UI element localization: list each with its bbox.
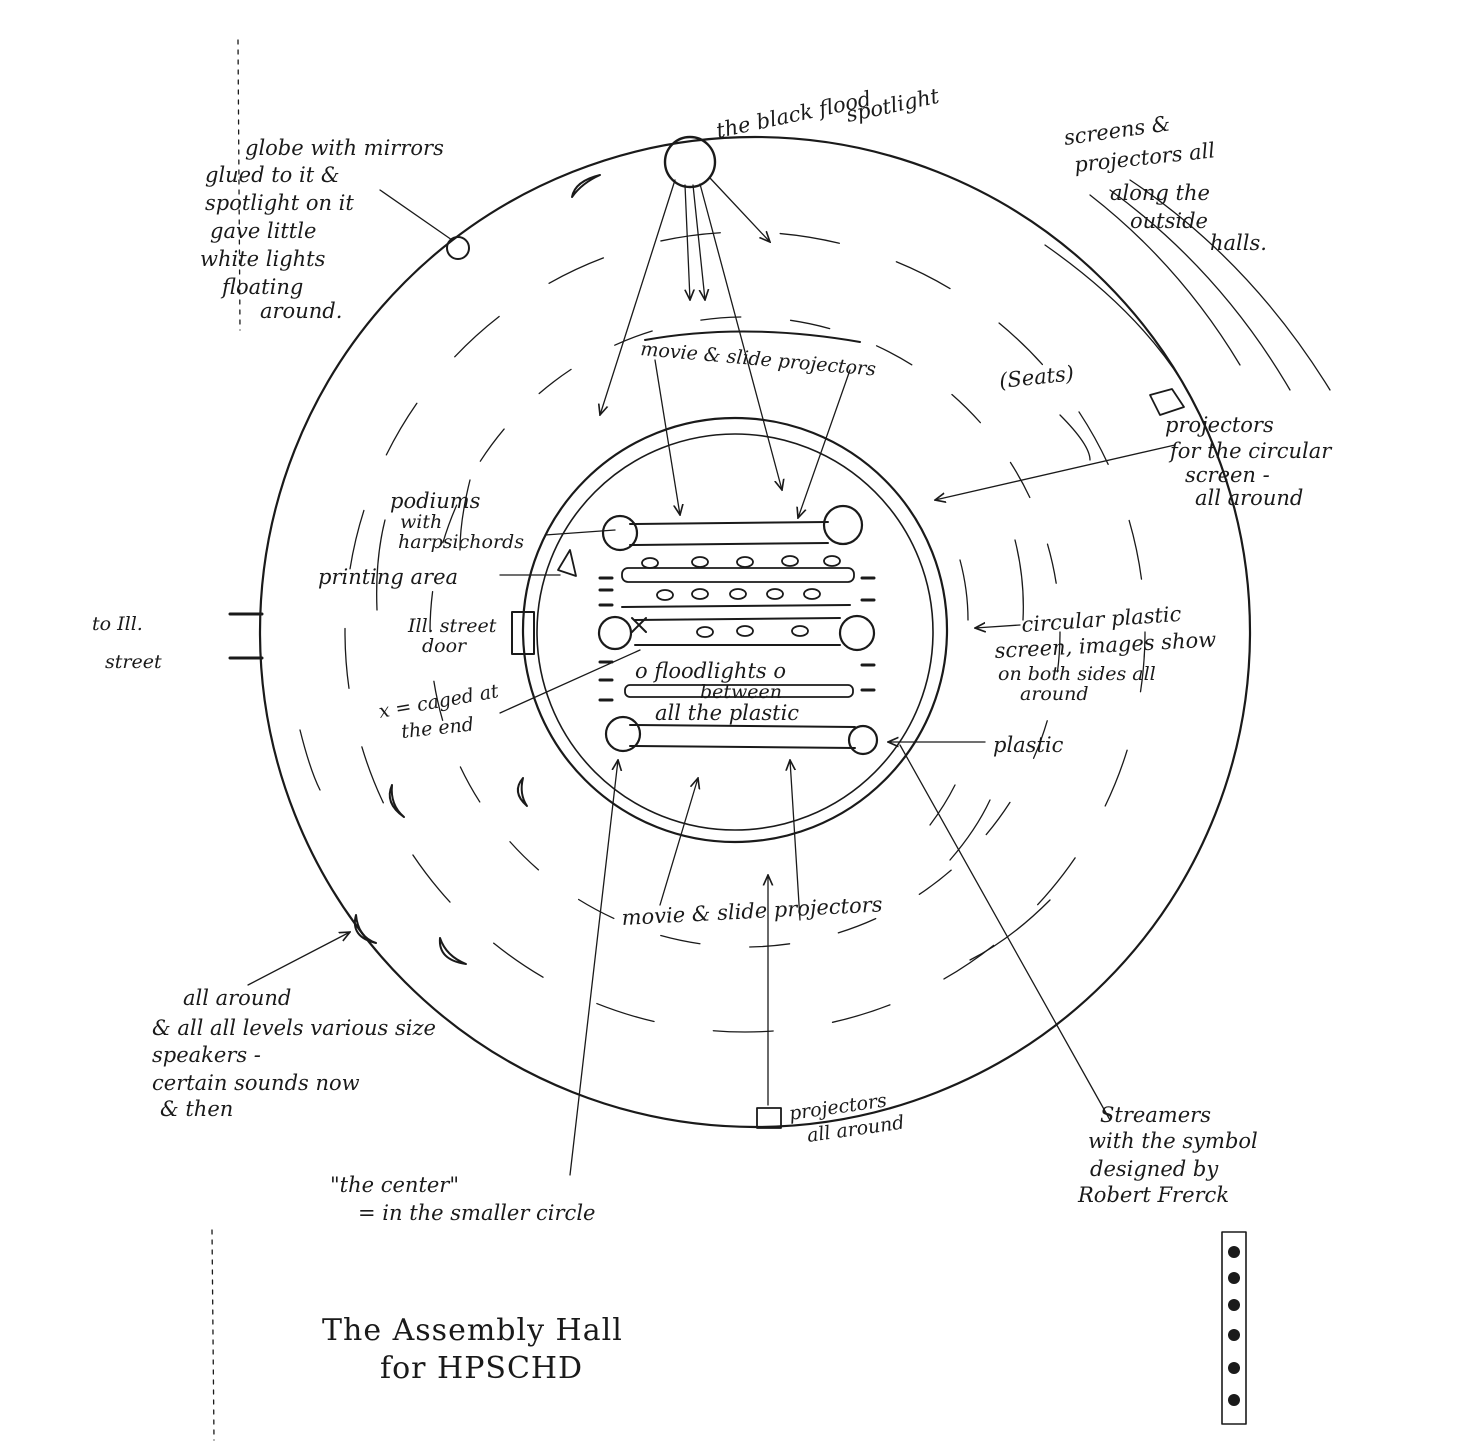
label-street-door-line1: Ill. street: [407, 615, 497, 637]
inner-screen-circle-outer: [521, 416, 949, 844]
label-floodlights-line1: o floodlights o: [635, 659, 786, 683]
label-globe-line1: globe with mirrors: [245, 136, 444, 160]
label-circ-screen-line3: on both sides all: [998, 663, 1156, 685]
label-x-caged-line2: the end: [400, 713, 475, 742]
label-speakers-line2: & all all levels various size: [152, 1016, 436, 1040]
label-printing-area: printing area: [318, 565, 458, 589]
printing-area-box: [557, 549, 577, 577]
label-globe-line2: glued to it &: [205, 163, 340, 187]
label-speakers-line4: certain sounds now: [152, 1071, 360, 1095]
pointer-lines: [247, 414, 1176, 1121]
top-projector-arrow-right: [798, 369, 851, 518]
label-circ-screen-line4: around: [1020, 683, 1089, 705]
streamer-symbol: [1221, 1231, 1247, 1425]
label-floodlights-line2: between: [700, 681, 782, 703]
inner-dash-marks: [299, 479, 1051, 961]
label-streamers-line1: Streamers: [1100, 1103, 1211, 1127]
globe-with-mirrors: [446, 236, 470, 260]
label-globe-line4: gave little: [210, 219, 316, 243]
central-stage: [597, 504, 879, 756]
label-speakers-line1: all around: [183, 986, 291, 1010]
speaker-crescents: [354, 174, 601, 965]
label-podiums-line3: harpsichords: [398, 531, 524, 553]
outer-hall-circle: [258, 135, 1252, 1129]
label-streamers-line2: with the symbol: [1088, 1129, 1258, 1153]
label-streamers-line3: designed by: [1090, 1157, 1219, 1181]
label-speakers-line5: & then: [160, 1097, 233, 1121]
label-proj-circ-line3: screen -: [1185, 463, 1270, 487]
label-globe-line7: around.: [260, 299, 342, 323]
label-podiums-line2: with: [400, 511, 442, 533]
street-door: [511, 611, 535, 655]
label-globe-line5: white lights: [200, 247, 326, 271]
black-flood-spotlight: [663, 135, 717, 189]
page-margin-line-top: [237, 39, 241, 331]
bottom-projector-arrows: [569, 760, 801, 1176]
label-podiums-line1: podiums: [390, 489, 481, 513]
label-seats: (Seats): [998, 361, 1075, 393]
page-margin-line-bottom: [211, 1229, 215, 1441]
label-screens-line3: along the: [1110, 181, 1210, 205]
label-globe-line3: spotlight on it: [205, 191, 354, 215]
label-proj-circ-line4: all around: [1195, 486, 1303, 510]
outside-hall-hatching: [1044, 179, 1331, 396]
label-floodlights-line3: all the plastic: [655, 701, 799, 725]
label-center-line2: = in the smaller circle: [358, 1201, 595, 1225]
label-movie-slide-bottom: movie & slide projectors: [621, 892, 883, 930]
label-movie-slide-top: movie & slide projectors: [640, 338, 877, 381]
top-projector-arrow-left: [654, 359, 680, 515]
bottom-projector-box: [756, 1107, 782, 1129]
globe-pointer: [379, 189, 453, 241]
label-screens-line5: halls.: [1210, 231, 1267, 255]
label-proj-circ-line2: for the circular: [1168, 439, 1333, 463]
label-plastic: plastic: [993, 733, 1064, 757]
label-to-street-line1: to Ill.: [92, 613, 143, 635]
inner-screen-circle-inner: [536, 433, 934, 831]
label-street-door-line2: door: [422, 635, 468, 657]
street-entrance: [228, 612, 264, 660]
top-projector-bar: [644, 330, 861, 343]
title-line2: for HPSCHD: [380, 1351, 583, 1386]
label-streamers-line4: Robert Frerck: [1077, 1183, 1229, 1207]
label-speakers-line3: speakers -: [152, 1043, 261, 1067]
label-to-street-line2: street: [105, 651, 162, 673]
right-projector-box: [1149, 388, 1185, 416]
label-globe-line6: floating: [220, 275, 303, 299]
title-line1: The Assembly Hall: [322, 1313, 623, 1348]
label-screens-line4: outside: [1130, 209, 1208, 233]
seat-arcs: [344, 231, 1146, 1033]
label-center-line1: "the center": [330, 1173, 459, 1197]
spotlight-beams: [600, 177, 782, 490]
label-proj-circ-line1: projectors: [1165, 413, 1274, 437]
